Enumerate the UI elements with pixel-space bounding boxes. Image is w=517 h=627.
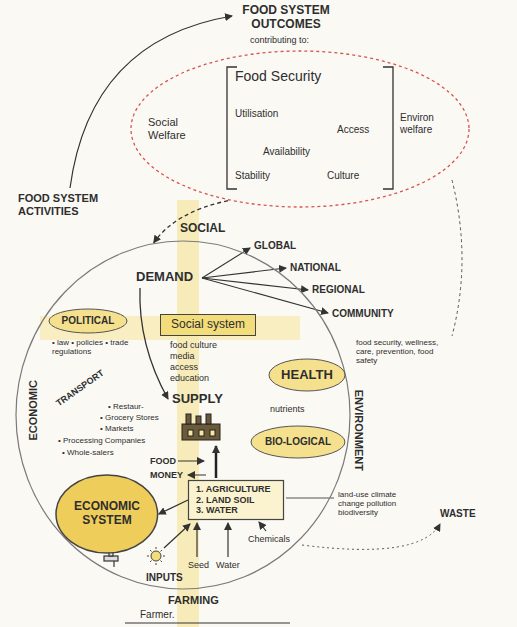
node-label: HEALTH [281,368,333,383]
annotation-label: DEMAND [136,270,193,285]
annotation-label: • Whole-salers [62,448,114,457]
bracket-group: Food SecurityUtilisationAccessAvailabili… [225,66,395,190]
annotation-label: Seed [188,560,209,570]
node-label: Food Security [235,68,321,84]
annotation-label: • Markets [100,424,133,433]
node-label: POLITICAL [62,315,115,327]
system-circle: SOCIALECONOMICENVIRONMENTFARMINGPOLITICA… [15,240,351,590]
annotation-label: NATIONAL [290,262,341,274]
node-label: Availability [263,146,310,158]
annotation-label: • Processing Companies [58,436,145,445]
annotation-label: nutrients [270,404,305,414]
underline [125,623,290,624]
node-label: Social Welfare [148,116,200,141]
annotation-label: food security, wellness, care, preventio… [356,338,442,366]
supply-arrow [215,446,218,478]
node-label: SOCIAL [180,222,225,236]
food-arrow [178,461,204,462]
economic-circle: ECONOMIC SYSTEM [55,474,159,554]
process-box: 1. AGRICULTURE2. LAND SOIL3. WATER [188,480,284,520]
annotation-label: MONEY [150,470,183,480]
annotation-label: Environ welfare [400,112,444,135]
annotation-label: FOOD [150,456,176,466]
factory-icon [182,414,220,440]
leader-line [286,498,334,499]
annotation-label: FOOD SYSTEM OUTCOMES [236,4,336,32]
annotation-label: land-use climate change pollution biodiv… [338,490,400,518]
node-label: Utilisation [235,108,278,120]
demand-arrows [202,248,328,313]
annotation-label: COMMUNITY [332,308,394,320]
node-label: 3. WATER [196,505,238,515]
annotation-label: GLOBAL [254,240,296,252]
annotation-label: • Restaur- [108,402,144,411]
annotation-label: education [170,373,209,383]
annotation-label: access [170,362,198,372]
node-label: BIO-LOGICAL [265,436,331,448]
node-label: Culture [327,170,359,182]
annotation-label: REGIONAL [312,284,365,296]
money-arrow [188,475,206,476]
annotation-label: Water [216,560,240,570]
sun-icon [147,547,165,565]
axis-label: TRANSPORT [54,368,106,409]
annotation-label: FOOD SYSTEM ACTIVITIES [18,192,118,217]
annotation-label: WASTE [440,508,476,520]
process-box: Social system [160,314,256,336]
annotation-label: Farmer. [140,609,174,621]
dashed-link [452,180,462,336]
node-label: 1. AGRICULTURE [196,484,271,494]
annotation-label: food culture [170,340,217,350]
sector-oval: BIO-LOGICAL [250,425,346,459]
connector [154,201,228,243]
node-label: ECONOMIC [26,380,39,441]
node-label: Social system [171,318,245,332]
annotation-label: • law • policies • trade regulations [52,338,130,356]
annotation-label: contributing to: [250,35,309,45]
annotation-label: media [170,351,195,361]
node-label: Stability [235,170,270,182]
node-label: ECONOMIC SYSTEM [71,500,143,528]
annotation-label: Chemicals [248,534,290,544]
sector-oval: HEALTH [268,358,346,392]
connector [159,500,188,514]
annotation-label: SUPPLY [172,392,223,407]
node-label: 2. LAND SOIL [196,495,255,505]
node-label: FARMING [168,594,219,607]
waste-link [302,524,440,549]
annotation-label: INPUTS [146,572,183,584]
annotation-label: • Grocery Stores [100,413,159,422]
supply-arc [140,288,168,399]
sector-oval: POLITICAL [48,308,128,334]
node-label: ENVIRONMENT [352,389,365,470]
node-label: Access [337,124,369,136]
outcome-arrow [70,16,232,188]
